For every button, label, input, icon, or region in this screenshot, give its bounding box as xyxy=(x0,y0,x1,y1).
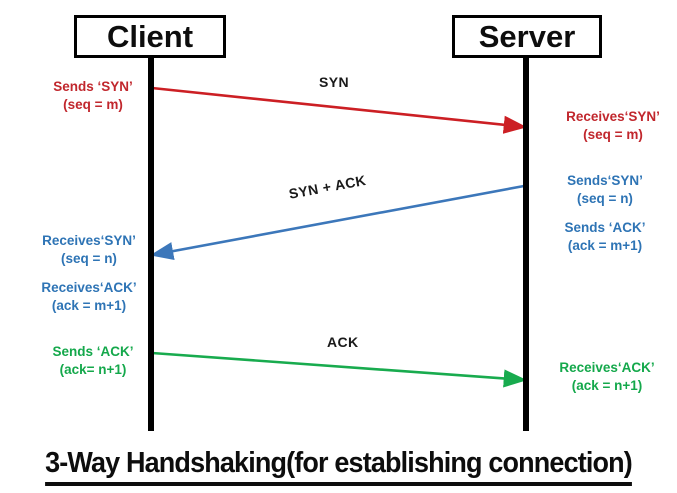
server-label: Server xyxy=(478,19,576,54)
diagram-caption: 3-Way Handshaking(for establishing conne… xyxy=(0,447,677,486)
annotation-line-2: (seq = m) xyxy=(63,97,123,113)
annotation-line-2: (ack = n+1) xyxy=(571,378,643,394)
annotation-line-1: Sends‘SYN’ xyxy=(567,173,643,188)
server-box: Server xyxy=(452,15,602,58)
annotation-line-2: (ack = m+1) xyxy=(567,238,643,254)
arrow-label-ack: ACK xyxy=(327,334,359,350)
arrow-ack xyxy=(151,351,528,388)
annotation-line-1: Receives‘ACK’ xyxy=(41,280,137,295)
annotation-line-2: (seq = m) xyxy=(583,127,643,143)
annotation-line-1: Receives‘SYN’ xyxy=(566,109,660,124)
annotation-server-receives-syn: Receives‘SYN’ (seq = m) xyxy=(546,108,677,144)
arrow-label-syn: SYN xyxy=(319,74,349,90)
annotation-server-receives-ack: Receives‘ACK’ (ack = n+1) xyxy=(540,359,674,395)
annotation-server-sends-ack: Sends ‘ACK’ (ack = m+1) xyxy=(538,219,672,255)
annotation-line-1: Receives‘SYN’ xyxy=(42,233,136,248)
annotation-server-sends-syn: Sends‘SYN’ (seq = n) xyxy=(538,172,672,208)
arrow-syn-ack xyxy=(149,184,525,261)
arrow-syn xyxy=(151,86,528,134)
server-lifeline xyxy=(523,57,529,431)
annotation-line-2: (ack = m+1) xyxy=(51,298,127,314)
caption-text: 3-Way Handshaking(for establishing conne… xyxy=(45,447,633,486)
client-box: Client xyxy=(74,15,226,58)
annotation-line-1: Sends ‘ACK’ xyxy=(564,220,646,235)
annotation-client-sends-ack: Sends ‘ACK’ (ack= n+1) xyxy=(26,343,160,379)
annotation-line-2: (ack= n+1) xyxy=(59,362,127,378)
annotation-line-1: Sends ‘SYN’ xyxy=(53,79,133,94)
annotation-line-2: (seq = n) xyxy=(61,251,117,267)
annotation-line-1: Receives‘ACK’ xyxy=(559,360,655,375)
annotation-client-sends-syn: Sends ‘SYN’ (seq = m) xyxy=(26,78,160,114)
annotation-line-2: (seq = n) xyxy=(577,191,633,207)
annotation-client-receives-syn: Receives‘SYN’ (seq = n) xyxy=(22,232,156,268)
client-label: Client xyxy=(106,19,194,54)
annotation-client-receives-ack: Receives‘ACK’ (ack = m+1) xyxy=(22,279,156,315)
annotation-line-1: Sends ‘ACK’ xyxy=(52,344,134,359)
